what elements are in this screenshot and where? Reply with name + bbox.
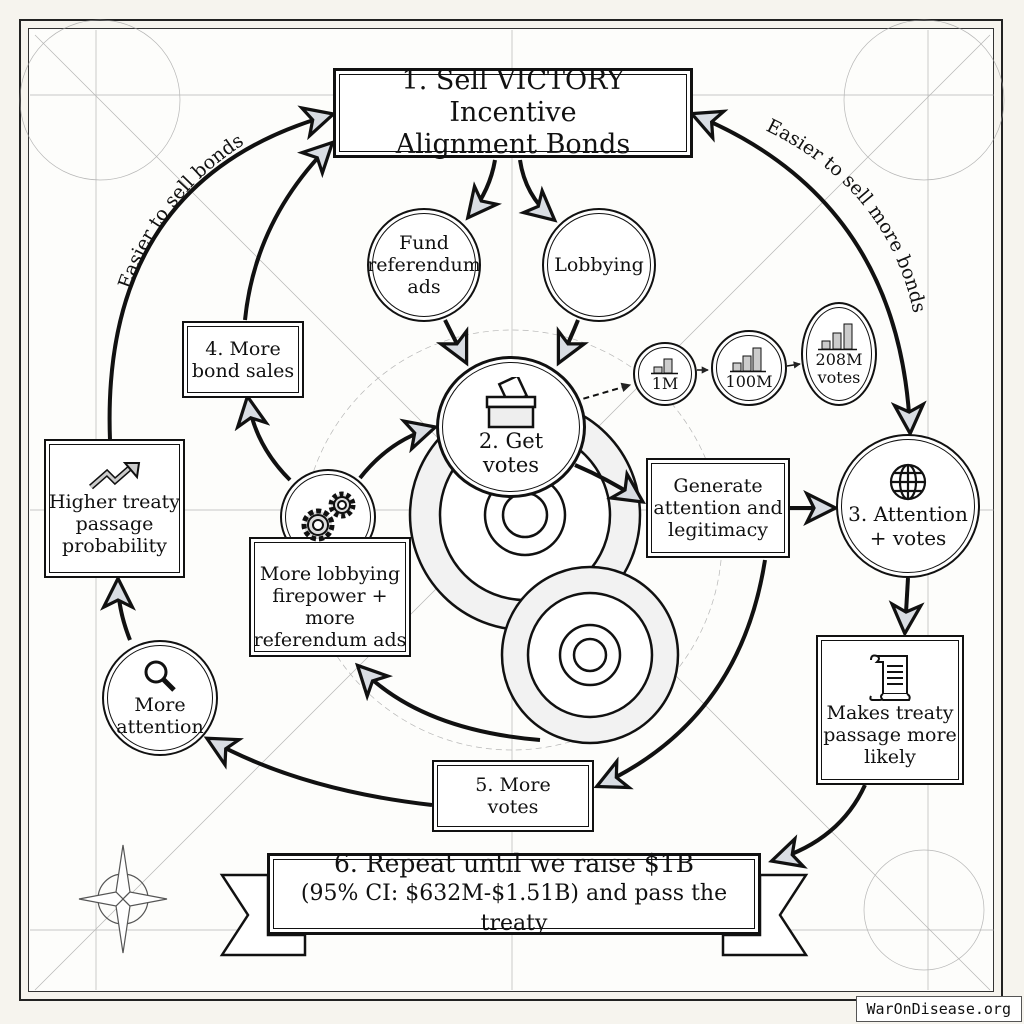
arrow-votes-to-generate — [574, 463, 647, 505]
arrow-attention-to-treaty — [888, 577, 925, 638]
banner-ribbon — [219, 873, 809, 957]
treaty-likely-line-3: likely — [864, 746, 916, 768]
attention-votes-line-1: 3. Attention — [848, 502, 968, 526]
arrow-bondsales-to-title — [243, 139, 336, 321]
firepower-line-1: More lobbying — [259, 563, 401, 585]
generate-attention-node: Generate attention and legitimacy — [646, 458, 790, 558]
step-3-attention-votes: 3. Attention + votes — [836, 434, 980, 578]
bond-sales-line-2: bond sales — [191, 359, 295, 382]
more-attention-node: More attention — [102, 640, 218, 756]
attention-votes-line-2: + votes — [869, 526, 947, 550]
milestone-1m: 1M — [633, 342, 697, 406]
higher-probability-line-2: passage — [75, 512, 154, 535]
arrow-left-curve — [107, 105, 337, 441]
get-votes-line-2: votes — [482, 453, 540, 477]
step-5-more-votes: 5. More votes — [432, 760, 594, 832]
gears-icon — [301, 491, 356, 542]
arrow-fund-to-votes — [435, 319, 469, 367]
fund-ads-line-1: Fund — [399, 232, 449, 254]
lobbying-label: Lobbying — [554, 254, 644, 276]
fund-referendum-ads-node: Fund referendum ads — [367, 208, 481, 322]
more-firepower-node: More lobbying firepower + more referendu… — [249, 537, 411, 657]
milestone-1m-label: 1M — [651, 374, 679, 393]
generate-line-3: legitimacy — [668, 519, 768, 541]
more-votes-line-1: 5. More — [475, 774, 551, 796]
repeat-line-2: (95% CI: $632M-$1.51B) and pass the trea… — [300, 881, 728, 936]
arrow-morevotes-to-attention — [203, 736, 433, 807]
more-attention-line-1: More — [134, 694, 186, 716]
arrow-100m-to-208m — [786, 361, 801, 369]
bar-chart-icon — [730, 347, 766, 373]
treaty-likely-line-2: passage more — [823, 724, 957, 746]
arrow-treaty-to-repeat — [768, 784, 867, 869]
arrow-attention-to-higher — [99, 574, 137, 641]
repeat-line-1: 6. Repeat until we raise $1B — [333, 849, 695, 878]
bar-chart-icon — [818, 323, 857, 351]
arrow-generate-to-morevotes — [593, 559, 767, 790]
watermark: WarOnDisease.org — [855, 996, 1022, 1022]
magnifier-icon — [144, 660, 176, 692]
arrow-gear-to-firepower — [354, 662, 541, 742]
globe-icon — [889, 463, 927, 501]
step-6-repeat-banner: 6. Repeat until we raise $1B (95% CI: $6… — [267, 849, 761, 936]
trend-up-icon — [88, 461, 140, 489]
small-gear — [500, 565, 680, 745]
step-4-more-bond-sales: 4. More bond sales — [182, 321, 304, 398]
arrow-right-curve — [688, 109, 927, 438]
generate-line-2: attention and — [653, 497, 783, 519]
step-2-get-votes: 2. Get votes — [436, 356, 586, 498]
arrow-lobbying-to-votes — [556, 319, 590, 367]
ballot-box-icon — [485, 377, 537, 429]
outer-frame — [19, 19, 1003, 1001]
treaty-likely-line-1: Makes treaty — [826, 702, 954, 724]
treaty-more-likely-node: Makes treaty passage more likely — [816, 635, 964, 785]
fund-ads-line-3: ads — [407, 276, 441, 298]
milestone-208m: 208M votes — [801, 302, 877, 406]
compass-rose-icon — [78, 844, 168, 954]
higher-probability-line-3: probability — [62, 534, 167, 557]
milestone-208m-line-1: 208M — [815, 350, 863, 369]
more-attention-line-2: attention — [116, 716, 204, 738]
more-votes-line-2: votes — [487, 796, 539, 818]
curve-label-right: Easier to sell more bonds — [763, 115, 930, 315]
bond-sales-line-1: 4. More — [205, 337, 281, 360]
higher-treaty-probability-node: Higher treaty passage probability — [44, 439, 185, 578]
milestone-208m-line-2: votes — [817, 368, 861, 387]
arrow-title-to-lobbying — [518, 159, 558, 223]
step-1-sell-bonds: 1. Sell VICTORY Incentive Alignment Bond… — [333, 65, 693, 160]
firepower-line-2: firepower + more — [272, 585, 388, 629]
arrow-firepower-to-bondsales — [234, 392, 292, 482]
curve-label-left: Easier to sell bonds — [114, 130, 248, 292]
generate-line-1: Generate — [673, 475, 763, 497]
get-votes-line-1: 2. Get — [478, 429, 544, 453]
fund-ads-line-2: referendum — [367, 254, 481, 276]
higher-probability-line-1: Higher treaty — [48, 490, 181, 513]
arrow-firepower-to-votes — [358, 418, 439, 480]
firepower-line-3: referendum ads — [253, 629, 407, 651]
title-line-2: Alignment Bonds — [395, 129, 631, 160]
arrow-title-to-fund — [465, 159, 503, 221]
milestone-100m-label: 100M — [725, 372, 773, 391]
lobbying-node: Lobbying — [542, 208, 656, 322]
bar-chart-icon — [651, 358, 678, 375]
title-line-1: 1. Sell VICTORY Incentive — [401, 65, 625, 128]
milestone-100m: 100M — [711, 330, 787, 406]
scroll-icon — [869, 654, 911, 701]
